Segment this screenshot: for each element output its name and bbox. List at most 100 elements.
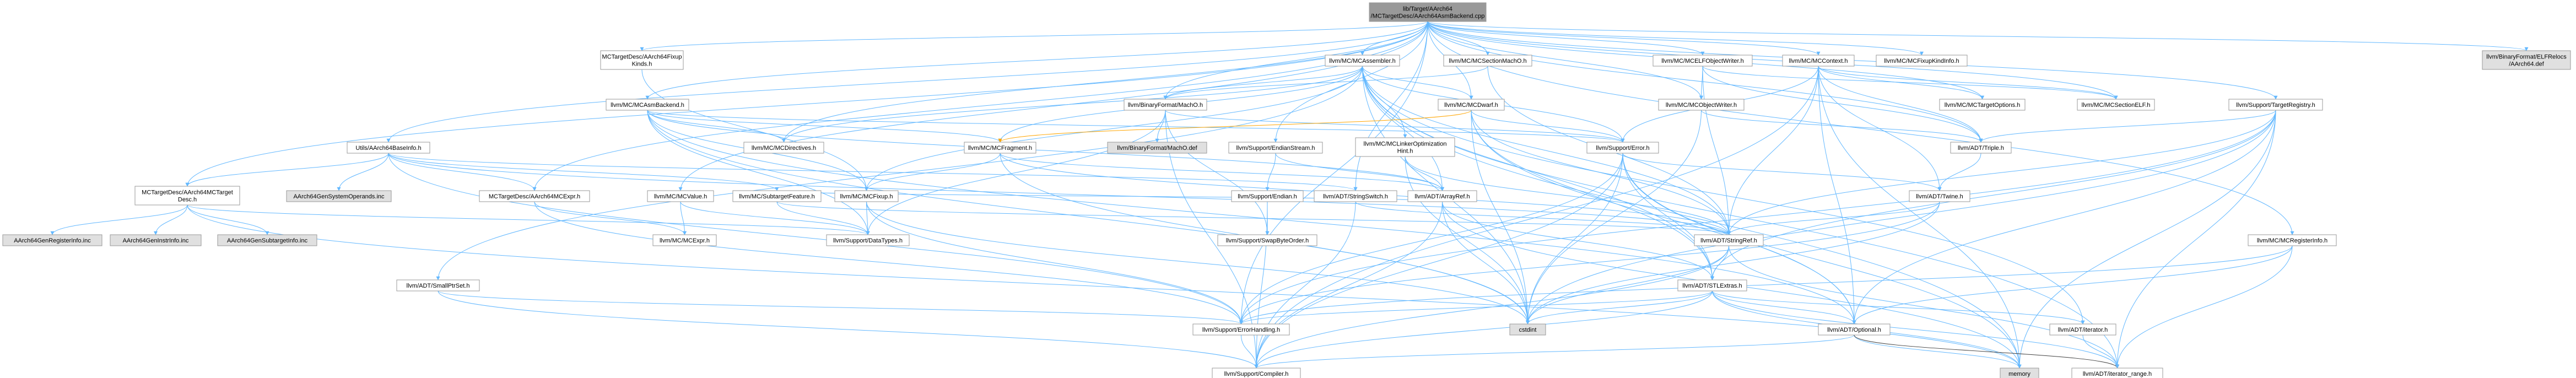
edge-elfObjWriter-to-stringRef (1702, 66, 1731, 235)
edge-mcAssembler-to-iterator (1362, 66, 2085, 325)
edge-baseInfo-to-mcExprH (388, 153, 537, 191)
node-label-linkerOpt: Hint.h (1397, 148, 1413, 155)
node-mcValue[interactable]: llvm/MC/MCValue.h (647, 190, 714, 202)
node-mcFragment[interactable]: llvm/MC/MCFragment.h (964, 142, 1036, 154)
edge-root-to-asmBackend (645, 21, 1428, 100)
node-mcDwarf[interactable]: llvm/MC/MCDwarf.h (1438, 99, 1505, 111)
edge-root-to-triple (1427, 21, 1983, 143)
node-dataTypes[interactable]: llvm/Support/DataTypes.h (826, 234, 910, 246)
node-mcDirectives[interactable]: llvm/MC/MCDirectives.h (743, 142, 824, 154)
edge-root-to-fixupKindInfo (1427, 21, 1924, 56)
node-iterator[interactable]: llvm/ADT/iterator.h (2049, 323, 2116, 336)
node-binMachO[interactable]: llvm/BinaryFormat/MachO.h (1124, 99, 1207, 111)
node-swapByteOrder[interactable]: llvm/Support/SwapByteOrder.h (1217, 234, 1317, 246)
node-supportError[interactable]: llvm/Support/Error.h (1586, 142, 1659, 154)
node-mcExprH[interactable]: MCTargetDesc/AArch64MCExpr.h (479, 190, 590, 202)
node-smallPtrSet[interactable]: llvm/ADT/SmallPtrSet.h (396, 279, 480, 291)
node-label-elfRelocs: /AArch64.def (2509, 61, 2545, 68)
edge-mcTargetDesc-to-dataTypes (187, 204, 870, 235)
edge-root-to-mcTargetDesc (185, 21, 1428, 187)
node-mcObjWriter[interactable]: llvm/MC/MCObjectWriter.h (1658, 99, 1745, 111)
edge-stlExtras-to-iteratorRange (1712, 290, 2119, 369)
node-mcMCExpr[interactable]: llvm/MC/MCExpr.h (652, 234, 717, 246)
edge-asmBackend-to-supportError (647, 110, 1625, 143)
edge-stringRef-to-cstdint (1526, 245, 1729, 325)
edge-mcFixup-to-dataTypes (866, 201, 870, 235)
node-mcRegInfo[interactable]: llvm/MC/MCRegisterInfo.h (2248, 234, 2337, 246)
node-errorHandling[interactable]: llvm/Support/ErrorHandling.h (1192, 323, 1290, 336)
node-label-mcAssembler: llvm/MC/MCAssembler.h (1329, 58, 1395, 64)
edge-linkerOpt-to-cstdint (1405, 156, 1530, 325)
edge-mcFixup-to-errorHandling (866, 201, 1243, 325)
node-label-root: lib/Target/AArch64 (1403, 6, 1452, 13)
node-sectionELF[interactable]: llvm/MC/MCSectionELF.h (2077, 99, 2155, 111)
node-optional[interactable]: llvm/ADT/Optional.h (1818, 323, 1891, 336)
node-baseInfo[interactable]: Utils/AArch64BaseInfo.h (347, 142, 430, 154)
node-targetOptions[interactable]: llvm/MC/MCTargetOptions.h (1939, 99, 2026, 111)
edge-mcDwarf-to-supportError (1471, 110, 1625, 143)
edge-sectionMachO-to-binMachO (1163, 66, 1488, 100)
edge-endianStream-to-arrayRef (1275, 153, 1444, 191)
node-label-mcDirectives: llvm/MC/MCDirectives.h (752, 145, 816, 152)
node-twine[interactable]: llvm/ADT/Twine.h (1909, 190, 1970, 202)
edge-stlExtras-to-cstdint (1526, 290, 1713, 325)
edge-baseInfo-to-stringSwitch (388, 153, 1358, 191)
node-box-stlExtras (1677, 279, 1747, 291)
edge-mcDwarf-to-cstdint (1471, 110, 1530, 325)
node-box-mcValue (647, 190, 714, 202)
node-asmBackend[interactable]: llvm/MC/MCAsmBackend.h (606, 99, 689, 111)
node-iteratorRange[interactable]: llvm/ADT/iterator_range.h (2071, 368, 2163, 378)
node-endian[interactable]: llvm/Support/Endian.h (1231, 190, 1304, 202)
edge-mcObjWriter-to-cstdint (1526, 110, 1702, 325)
edge-mcTargetDesc-to-genInstrInfo (154, 204, 188, 235)
node-box-swapByteOrder (1217, 234, 1317, 246)
node-label-sectionELF: llvm/MC/MCSectionELF.h (2082, 102, 2151, 109)
edge-binMachO-to-swapByteOrder (1165, 110, 1270, 235)
node-stringSwitch[interactable]: llvm/ADT/StringSwitch.h (1314, 190, 1397, 202)
node-stringRef[interactable]: llvm/ADT/StringRef.h (1694, 234, 1764, 246)
node-stlExtras[interactable]: llvm/ADT/STLExtras.h (1677, 279, 1747, 291)
node-label-asmBackend: llvm/MC/MCAsmBackend.h (611, 102, 684, 109)
node-subtargetFeature[interactable]: llvm/MC/SubtargetFeature.h (732, 190, 822, 202)
edge-mcObjWriter-to-triple (1701, 110, 1983, 143)
edge-binMachO-to-machODef (1155, 110, 1166, 143)
node-triple[interactable]: llvm/ADT/Triple.h (1950, 142, 2012, 154)
node-arrayRef[interactable]: llvm/ADT/ArrayRef.h (1407, 190, 1477, 202)
node-mcContext[interactable]: llvm/MC/MCContext.h (1782, 55, 1855, 67)
node-label-mcValue: llvm/MC/MCValue.h (654, 193, 707, 200)
node-mcFixup[interactable]: llvm/MC/MCFixup.h (834, 190, 899, 202)
node-compiler[interactable]: llvm/Support/Compiler.h (1212, 368, 1301, 378)
edge-targetRegistry-to-stringRef (1727, 110, 2276, 235)
node-label-triple: llvm/ADT/Triple.h (1958, 145, 2004, 152)
edge-targetRegistry-to-optional (1852, 110, 2276, 325)
node-elfObjWriter[interactable]: llvm/MC/MCELFObjectWriter.h (1652, 55, 1753, 67)
edge-targetRegistry-to-errorHandling (1239, 110, 2276, 325)
node-box-sysOperands (286, 190, 392, 202)
node-label-stringSwitch: llvm/ADT/StringSwitch.h (1323, 193, 1388, 200)
node-box-mcDirectives (743, 142, 824, 154)
node-box-endianStream (1228, 142, 1323, 154)
edge-root-to-elfRelocs (1427, 21, 2529, 51)
node-sectionMachO[interactable]: llvm/MC/MCSectionMachO.h (1443, 55, 1532, 67)
edge-supportError-to-twine (1622, 153, 1942, 191)
edge-mcExprH-to-errorHandling (534, 201, 1243, 325)
node-mcAssembler[interactable]: llvm/MC/MCAssembler.h (1325, 55, 1400, 67)
node-targetRegistry[interactable]: llvm/Support/TargetRegistry.h (2228, 99, 2323, 111)
node-label-linkerOpt: llvm/MC/MCLinkerOptimization (1364, 141, 1447, 148)
edge-baseInfo-to-errorHandling (388, 153, 1243, 325)
edge-asmBackend-to-dataTypes (647, 110, 870, 235)
node-label-supportError: llvm/Support/Error.h (1596, 145, 1649, 152)
node-label-targetRegistry: llvm/Support/TargetRegistry.h (2236, 102, 2315, 109)
edge-mcDwarf-to-mcFragment (998, 110, 1472, 143)
node-label-genSubtargetInfo: AArch64GenSubtargetInfo.inc (227, 237, 308, 244)
node-box-dataTypes (826, 234, 910, 246)
edge-mcRegInfo-to-optional (1852, 245, 2293, 325)
edge-optional-to-memory (1854, 334, 2022, 369)
node-endianStream[interactable]: llvm/Support/EndianStream.h (1228, 142, 1323, 154)
node-fixupKindInfo[interactable]: llvm/MC/MCFixupKindInfo.h (1876, 55, 1968, 67)
node-label-mcContext: llvm/MC/MCContext.h (1789, 58, 1848, 64)
edge-elfObjWriter-to-sectionELF (1702, 66, 2118, 100)
